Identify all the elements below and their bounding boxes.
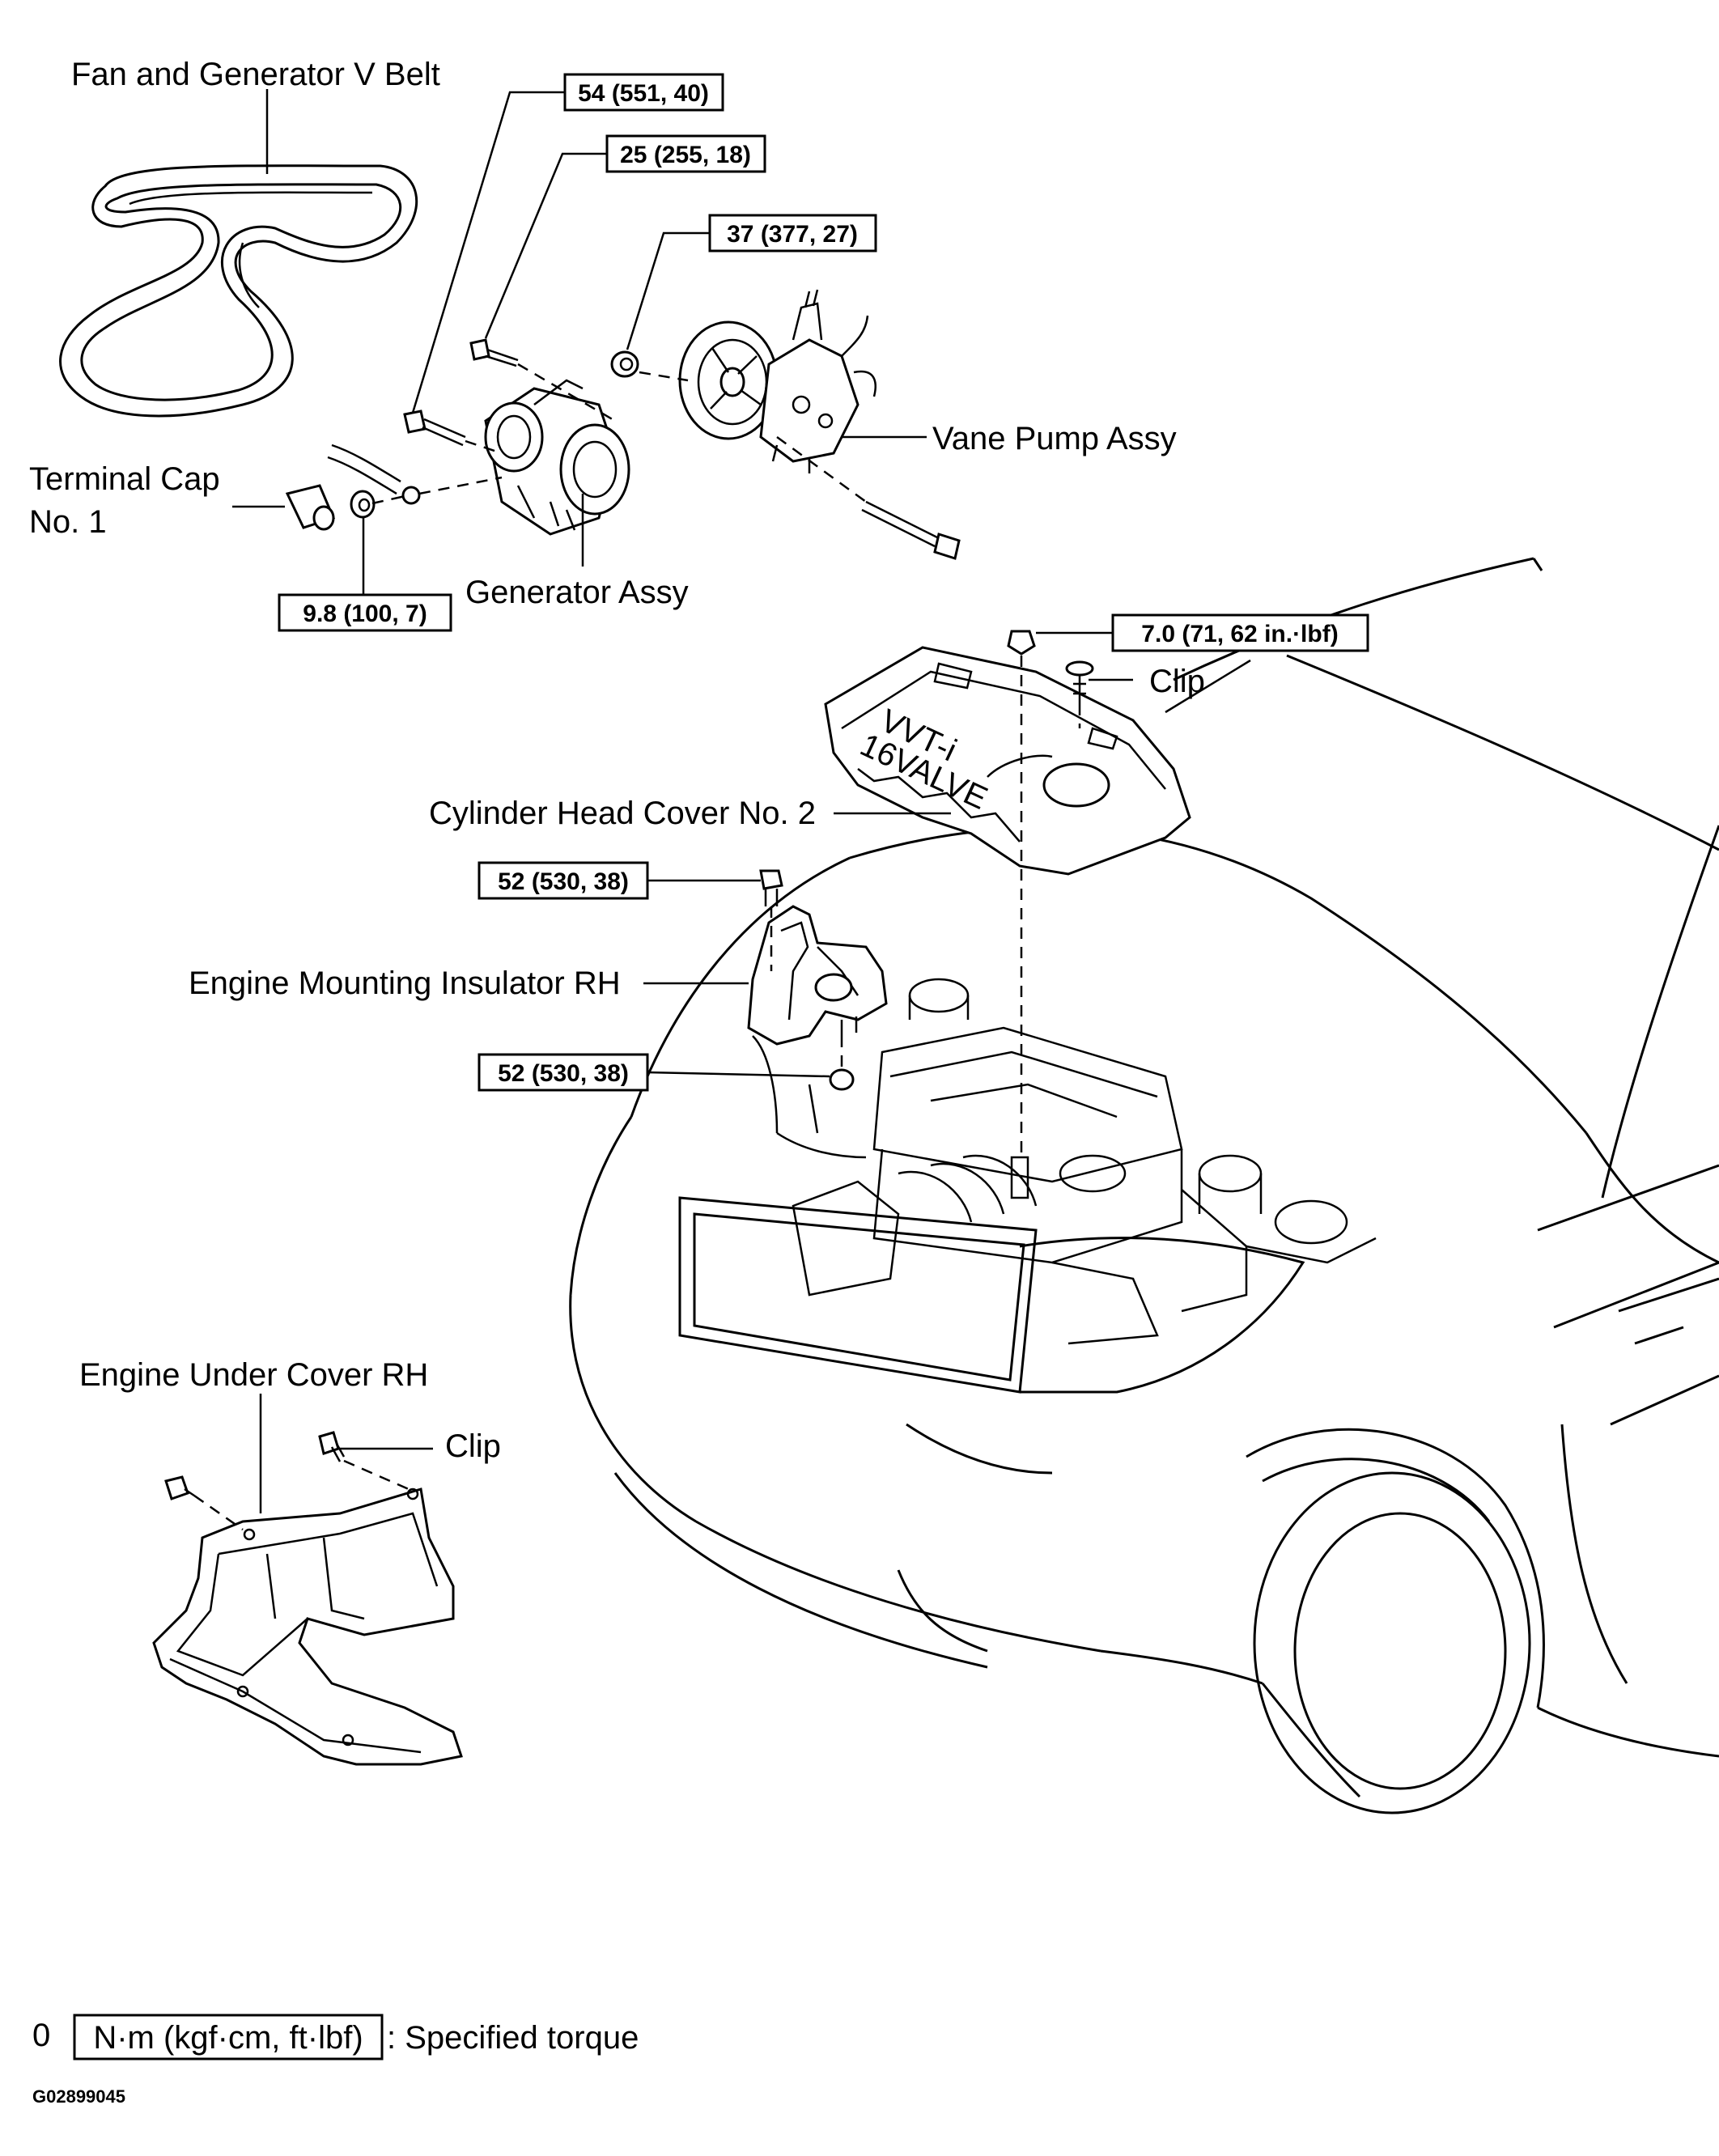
label-terminal-cap-line1: Terminal Cap xyxy=(29,461,220,497)
label-generator-assy: Generator Assy xyxy=(465,575,689,610)
label-engine-under-cover-rh: Engine Under Cover RH xyxy=(79,1357,428,1393)
legend-unit: N·m (kgf·cm, ft·lbf) xyxy=(93,2020,363,2056)
align-line-under-bolt xyxy=(193,1494,244,1531)
torque-box-7-0: 7.0 (71, 62 in.·lbf) xyxy=(1111,613,1369,652)
cover-clip xyxy=(1065,660,1094,704)
torque-box-9-8: 9.8 (100, 7) xyxy=(278,593,452,632)
generator-nut xyxy=(350,490,376,519)
label-terminal-cap-line2: No. 1 xyxy=(29,504,107,540)
torque-37-text: 37 (377, 27) xyxy=(727,221,858,248)
under-cover-bolt xyxy=(164,1475,195,1500)
label-clip-top: Clip xyxy=(1149,664,1205,699)
vane-pump-bolt xyxy=(861,500,961,560)
torque-9-8-text: 9.8 (100, 7) xyxy=(303,601,427,627)
label-vane-pump-assy: Vane Pump Assy xyxy=(932,421,1177,456)
cylinder-head-cover-no-2: VVT-i 16VALVE xyxy=(824,646,1191,876)
torque-box-52-lower: 52 (530, 38) xyxy=(478,1053,649,1092)
torque-box-25: 25 (255, 18) xyxy=(605,134,766,173)
engine-bay xyxy=(752,978,1377,1345)
label-engine-mounting-insulator-rh: Engine Mounting Insulator RH xyxy=(189,966,621,1001)
torque-box-54: 54 (551, 40) xyxy=(563,73,724,112)
label-cylinder-head-cover-no-2: Cylinder Head Cover No. 2 xyxy=(429,796,816,831)
align-line-under-clip xyxy=(343,1459,410,1491)
torque-54-text: 54 (551, 40) xyxy=(578,80,709,107)
torque-25-text: 25 (255, 18) xyxy=(620,142,751,168)
torque-7-0-text: 7.0 (71, 62 in.·lbf) xyxy=(1141,621,1338,647)
torque-box-37: 37 (377, 27) xyxy=(708,214,877,253)
mount-bolt-upper xyxy=(759,869,783,906)
generator-wire xyxy=(327,444,421,505)
torque-52-upper-text: 52 (530, 38) xyxy=(498,868,629,895)
engine-under-cover-rh xyxy=(152,1488,463,1766)
vehicle-outline xyxy=(569,557,1719,1814)
align-line-nut xyxy=(371,494,410,505)
mount-nut-lower xyxy=(829,1068,855,1091)
vane-pump-assy xyxy=(678,289,876,473)
engine-mounting-insulator-rh xyxy=(747,905,888,1046)
figure-code: G02899045 xyxy=(32,2086,125,2107)
fan-and-generator-v-belt xyxy=(59,164,418,418)
generator-bolt-lower xyxy=(403,410,466,447)
terminal-cap-no-1 xyxy=(285,484,336,531)
align-line-terminal xyxy=(418,476,503,495)
torque-52-lower-text: 52 (530, 38) xyxy=(498,1060,629,1087)
label-clip-bottom: Clip xyxy=(445,1428,501,1464)
align-line-bolt-lower xyxy=(465,439,503,455)
label-fan-and-generator-v-belt: Fan and Generator V Belt xyxy=(71,57,440,92)
cover-nut xyxy=(1007,630,1036,656)
generator-bolt-upper xyxy=(469,338,519,367)
torque-legend: 0 N·m (kgf·cm, ft·lbf) : Specified torqu… xyxy=(32,2014,639,2061)
under-cover-clip xyxy=(318,1431,346,1462)
legend-text: : Specified torque xyxy=(387,2020,639,2056)
torque-box-52-upper: 52 (530, 38) xyxy=(478,861,649,900)
vane-pump-nut xyxy=(610,350,639,378)
align-line-pump-nut xyxy=(639,371,689,382)
generator-assy xyxy=(484,379,630,536)
legend-symbol: 0 xyxy=(32,2018,50,2053)
leader-lines xyxy=(232,89,1251,1513)
